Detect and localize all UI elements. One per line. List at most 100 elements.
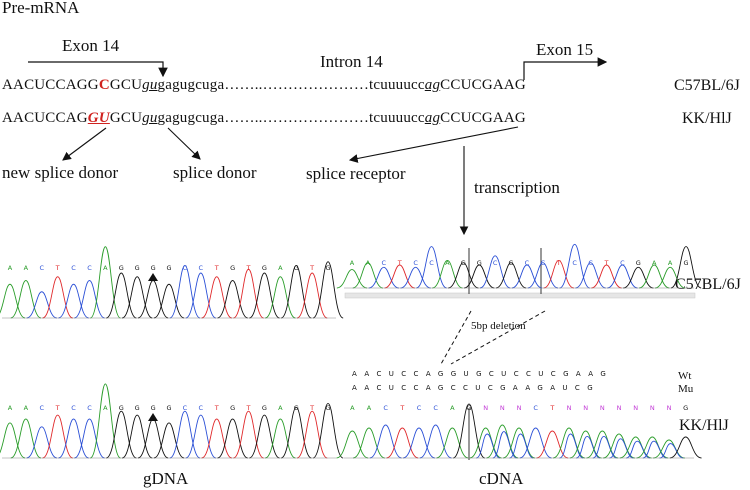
trace-base-letter: A [103,264,108,272]
trace-base-letter: A [103,404,108,412]
trace-peak-secondary [475,433,501,459]
trace-peak [137,280,169,319]
trace-base-letter: G [477,259,482,267]
trace-base-letter: G [135,404,140,412]
trace-base-letter: G [262,404,267,412]
trace-peak [479,255,511,289]
trace-base-letter: T [214,264,219,272]
trace-base-letter: N [517,404,522,412]
trace-peak [336,269,368,289]
splice-donor-label: splice donor [173,163,257,182]
trace-peak [280,265,312,319]
trace-peak [217,418,248,459]
trace-peak-secondary [559,433,584,459]
trace-base-letter: C [417,404,422,412]
trace-base-letter: G [294,264,299,272]
trace-peak [638,264,670,289]
trace-base-letter: C [533,404,538,412]
splice-donor-arrow [167,127,201,160]
trace-base-letter: C [381,259,386,267]
trace-base-letter: T [604,259,609,267]
trace-base-letter: N [583,404,588,412]
trace-base-letter: C [572,259,577,267]
trace-base-letter: N [633,404,638,412]
seq-wt-part2: GCU [109,77,143,93]
seq-mu-intron: gagugcuga……..…………………tcuuuucc [157,110,425,126]
trace-peak [265,276,296,319]
trace-base-letter: N [483,404,488,412]
trace-peak-secondary [609,438,634,459]
trace-peak [400,266,431,289]
splice-donor-gu-wt: gu [142,77,158,93]
trace-peak [575,262,606,289]
sequence-mu: AACUCCAGGUGCUgugagugcuga……..…………………tcuuu… [2,110,526,127]
trace-peak [26,426,58,459]
trace-peak [217,280,248,319]
trace-peak [121,414,153,459]
trace-base-letter: A [350,404,355,412]
trace-base-letter: T [55,264,60,272]
trace-base-letter: A [278,264,283,272]
trace-base-letter: C [413,259,418,267]
trace-peak [169,265,201,319]
trace-base-letter: N [650,404,655,412]
mu-label: Mu [678,383,694,395]
trace-base-letter: C [383,404,388,412]
trace-peak [352,262,384,289]
trace-peak [448,262,479,289]
trace-peak [121,276,153,319]
deletion-dash-right [450,310,546,365]
trace-peak [312,261,344,319]
trace-base-letter: A [24,404,29,412]
trace-peak [607,264,638,289]
trace-peak [386,427,419,459]
trace-peak [654,266,686,289]
trace-base-letter: G [684,259,689,267]
trace-peak [419,424,452,459]
deletion-dash-left [440,310,472,365]
trace-peak [233,268,264,319]
pre-mrna-title: Pre-mRNA [2,0,80,17]
trace-base-letter: C [433,404,438,412]
trace-base-letter: N [500,404,505,412]
trace-base-letter: G [151,264,156,272]
trace-peak [10,418,42,459]
gdna-bottom-marker [148,413,158,421]
splice-receptor-arrow [348,126,519,163]
deletion-label: 5bp deletion [471,320,526,332]
trace-base-letter: C [429,259,434,267]
trace-peak [185,414,217,459]
trace-peak [0,422,26,459]
trace-base-letter: C [199,404,204,412]
trace-base-letter: G [166,264,171,272]
trace-peak [432,259,463,289]
trace-peak-secondary [576,435,601,459]
trace-peak [105,410,137,459]
aligned-wt-seq: AACUCCAGGUGCUCCUCGAAG [352,370,614,378]
gdna-label: gDNA [143,469,189,488]
trace-strain-top: C57BL/6J [675,276,741,293]
trace-peak [201,418,233,459]
trace-base-letter: G [326,404,331,412]
trace-peak [10,280,42,319]
trace-peak [89,246,121,319]
seq-mu-exon15: CCUCGAAG [440,110,526,126]
trace-base-letter: C [39,264,44,272]
seq-wt-part1: AACUCCAGG [2,77,99,93]
splice-donor-gu-mu: gu [142,110,158,126]
trace-base-letter: C [183,264,188,272]
trace-base-letter: G [636,259,641,267]
exon14-arrow [28,61,168,78]
trace-base-letter: T [246,264,251,272]
trace-peak-secondary [659,443,684,459]
trace-base-letter: C [620,259,625,267]
trace-peak [384,264,415,289]
trace-peak [511,264,543,289]
trace-peak [559,243,591,289]
seq-mu-part2: GCU [109,110,143,126]
trace-peak [436,427,469,459]
trace-peak [153,422,185,459]
trace-base-letter: A [278,404,283,412]
trace-base-letter: C [71,264,76,272]
